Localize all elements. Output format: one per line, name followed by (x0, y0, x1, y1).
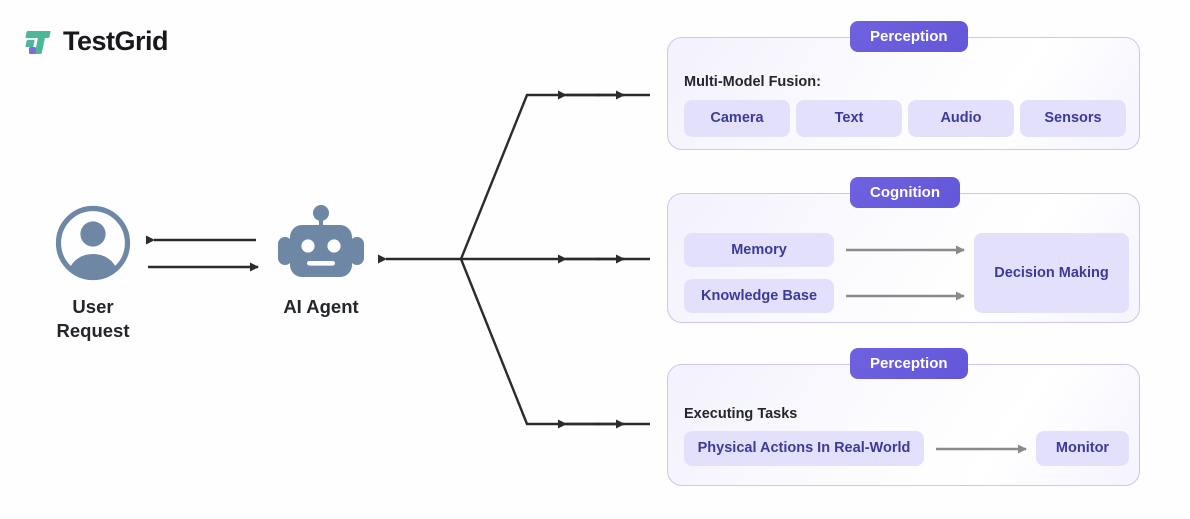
execution-inner-arrow (936, 444, 1027, 454)
panel-execution-badge: Perception (850, 348, 968, 379)
user-avatar-icon (55, 205, 131, 281)
chip-sensors[interactable]: Sensors (1020, 100, 1126, 137)
cognition-inner-arrows (846, 245, 965, 301)
chip-memory[interactable]: Memory (684, 233, 834, 267)
brand-wordmark: TestGrid (63, 26, 169, 56)
chip-decision-making[interactable]: Decision Making (974, 233, 1129, 313)
chip-knowledge-base[interactable]: Knowledge Base (684, 279, 834, 313)
actor-user-label: User Request (56, 296, 130, 341)
brand-logo: TestGrid (24, 26, 169, 57)
chip-audio[interactable]: Audio (908, 100, 1014, 137)
branch-arrowheads (558, 90, 625, 429)
panel-cognition: Cognition Memory Knowledge Base Decision… (667, 177, 1140, 323)
panel-cognition-badge: Cognition (850, 177, 960, 208)
robot-icon (271, 205, 371, 281)
panel-perception: Perception Multi-Model Fusion: Camera Te… (667, 21, 1140, 150)
testgrid-logo-icon (24, 27, 54, 57)
panel-execution-heading: Executing Tasks (684, 406, 798, 422)
chip-camera[interactable]: Camera (684, 100, 790, 137)
actor-user: User Request (12, 205, 174, 342)
chip-monitor[interactable]: Monitor (1036, 431, 1129, 466)
actor-agent: AI Agent (240, 205, 402, 319)
panel-perception-badge: Perception (850, 21, 968, 52)
panel-perception-heading: Multi-Model Fusion: (684, 74, 821, 90)
chip-text[interactable]: Text (796, 100, 902, 137)
actor-agent-label: AI Agent (283, 296, 359, 317)
panel-execution: Perception Executing Tasks Physical Acti… (667, 348, 1140, 486)
chip-physical-actions[interactable]: Physical Actions In Real-World (684, 431, 924, 466)
